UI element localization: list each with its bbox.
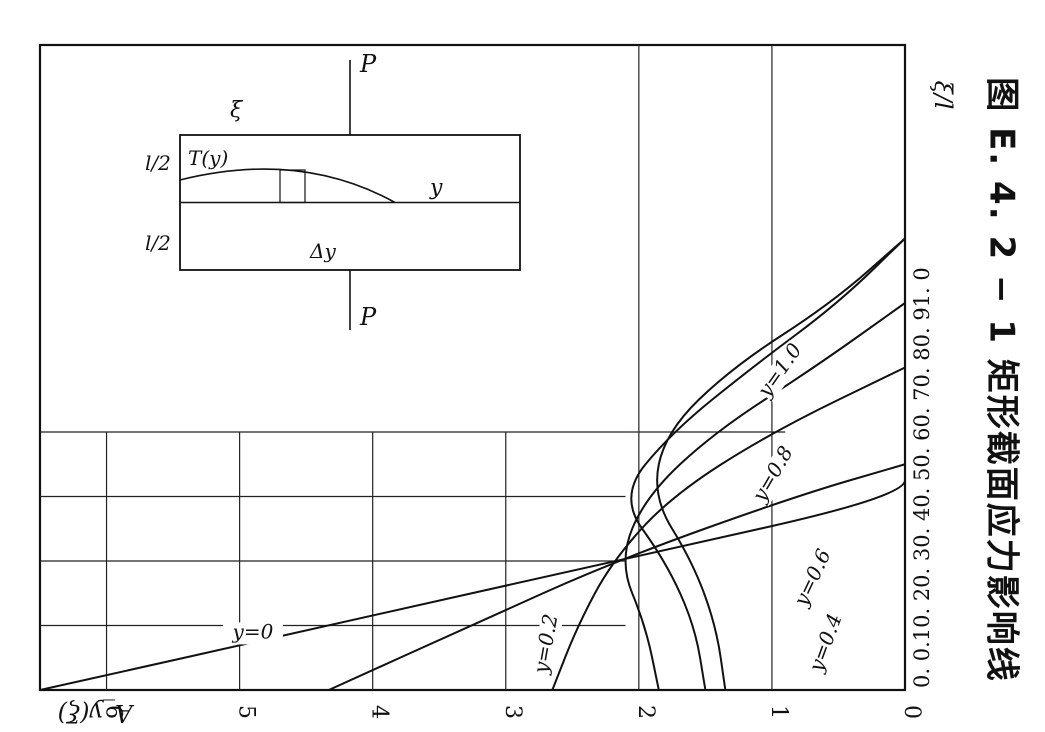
series-line-2 xyxy=(552,368,905,691)
x-axis-label: ξ/l xyxy=(929,81,957,110)
series-label-1: y=0.2 xyxy=(528,612,562,676)
y-tick-label: 3 xyxy=(500,705,525,719)
series-label-4: y=0.8 xyxy=(747,442,798,507)
y-tick-label: 0 xyxy=(899,705,924,719)
y-tick-label: 1 xyxy=(766,705,791,719)
x-tick-labels: 0. 0.10. 20. 30. 40. 50. 60. 70. 80. 91.… xyxy=(910,267,934,688)
series-label-2: y=0.4 xyxy=(803,610,846,675)
y-tick-label: 2 xyxy=(633,705,658,719)
y-tick-label: 4 xyxy=(367,705,392,719)
inset-load-label-bottom: P xyxy=(359,303,377,331)
caption-text: 图 E. 4. 2 − 1 矩形截面应力影响线 xyxy=(981,77,1030,683)
inset-xi-label: ξ xyxy=(230,98,244,123)
y-axis-label: A_y(ξ) xyxy=(58,699,135,727)
figure-caption: 图 E. 4. 2 − 1 矩形截面应力影响线 xyxy=(960,40,1045,720)
y-tick-label: 5 xyxy=(234,705,259,719)
inset-y-label: y xyxy=(429,176,443,201)
series-line-0 xyxy=(40,464,905,690)
series-label-0: y=0 xyxy=(232,619,274,643)
inset-half-depth-label-top: l/2 xyxy=(145,151,171,175)
inset-section-function-label: T(y) xyxy=(188,146,228,170)
inset-strip-width-label: Δy xyxy=(309,239,336,263)
inset-half-depth-label-bottom: l/2 xyxy=(145,231,171,255)
inset-load-label-top: P xyxy=(359,50,377,78)
series-label-3: y=0.6 xyxy=(788,545,836,611)
